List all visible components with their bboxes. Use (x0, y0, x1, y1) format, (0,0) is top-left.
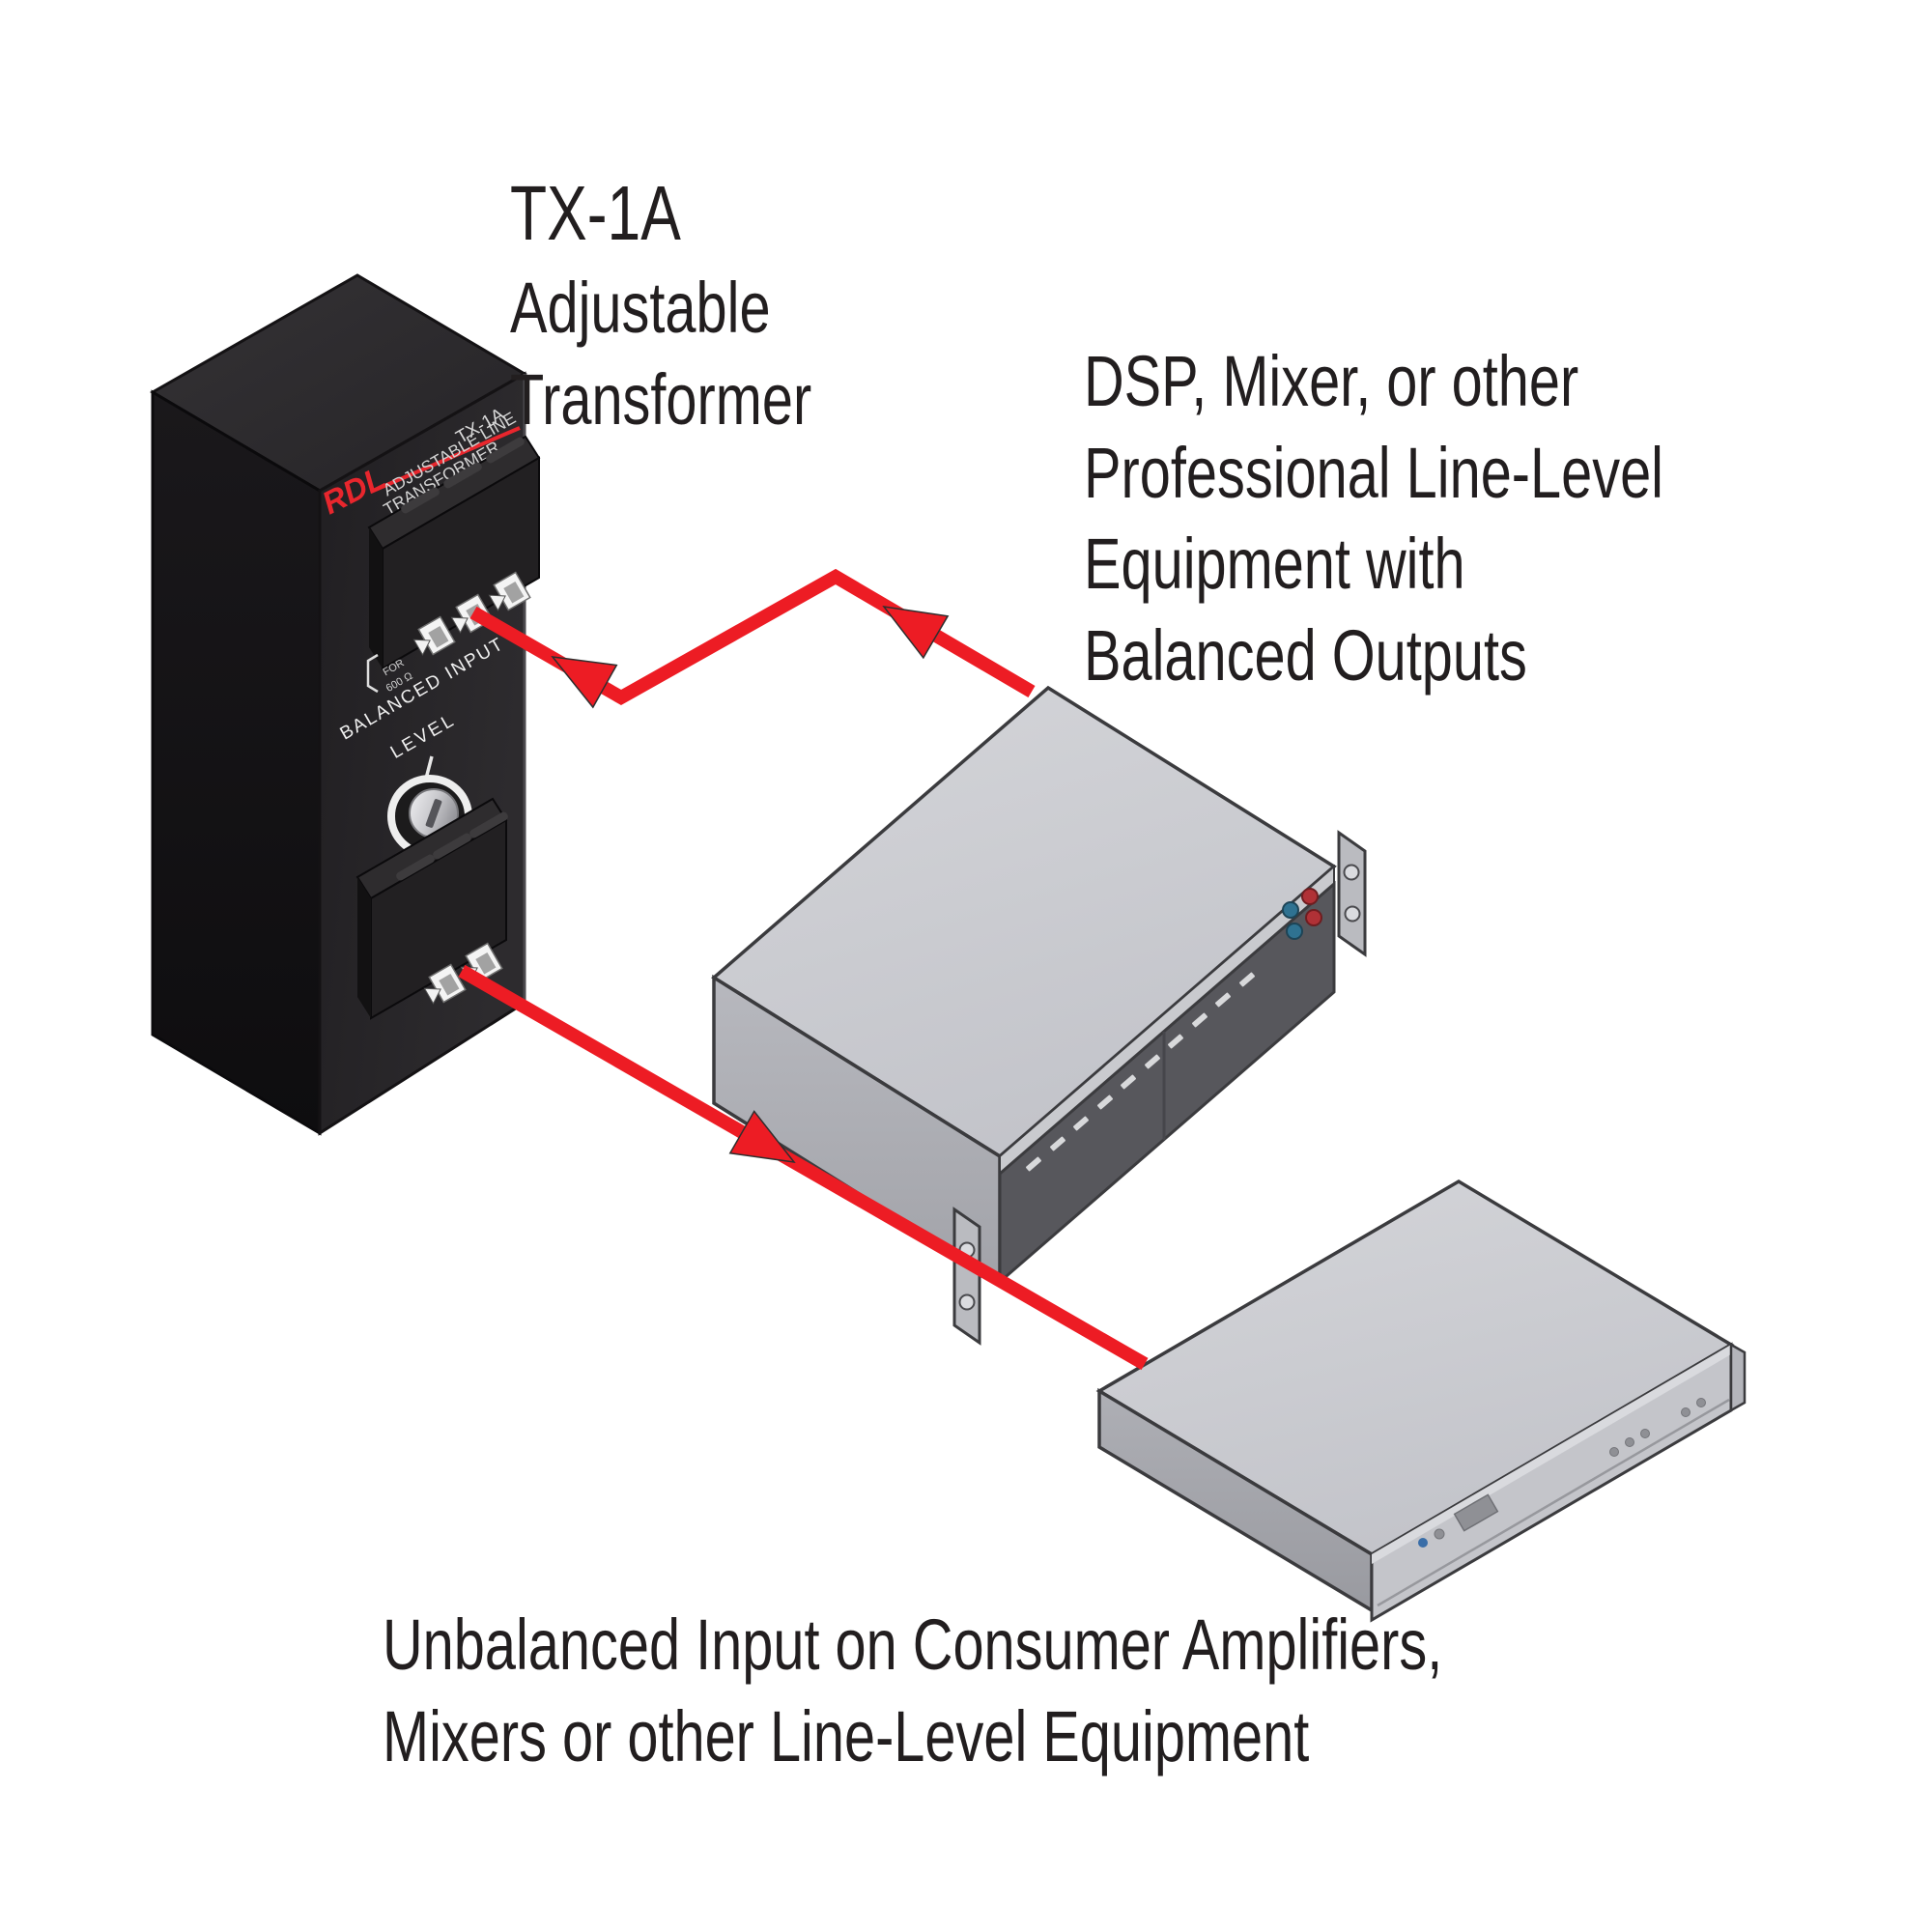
disc-tray-slot (1453, 1493, 1499, 1532)
front-button (1640, 1429, 1650, 1438)
transformer-device: RDL TX-1A ADJUSTABLE LINE TRANSFORMER (150, 273, 541, 1136)
arrowhead-icon (728, 1110, 796, 1163)
output-jack-red (1305, 909, 1322, 926)
front-button (1609, 1447, 1619, 1457)
front-button (1681, 1407, 1690, 1417)
balanced-label-line: DSP, Mixer, or other (1084, 341, 1579, 421)
balanced-label-line: Balanced Outputs (1084, 615, 1527, 696)
terminal-arrow-icon (423, 987, 441, 1005)
title-line: Adjustable (510, 268, 771, 349)
unbalanced-equipment-device (1095, 1179, 1747, 1623)
rack-ear-right (1337, 830, 1367, 957)
jumper-bracket-icon (366, 653, 379, 694)
panel-button (1097, 1094, 1113, 1110)
unbalanced-connection-arrow (458, 964, 1149, 1371)
vent-groove (401, 487, 440, 514)
title-label: TX-1A Adjustable Transformer (510, 164, 811, 446)
balanced-label-line: Professional Line-Level (1084, 432, 1664, 513)
balanced-equipment-label: DSP, Mixer, or other Professional Line-L… (1084, 336, 1663, 702)
lower-terminal-block (355, 797, 508, 1020)
rack-front-panel (998, 880, 1336, 1286)
unbalanced-equipment-label: Unbalanced Input on Consumer Amplifiers,… (383, 1600, 1442, 1782)
amp-right-face (1729, 1342, 1747, 1413)
balanced-label-line: Equipment with (1084, 524, 1465, 605)
rack-ear-hole (958, 1293, 976, 1311)
power-led-blue (1418, 1538, 1428, 1548)
panel-button (1215, 992, 1231, 1008)
terminal-block-side (369, 527, 383, 668)
front-button (1434, 1528, 1445, 1540)
front-button (1696, 1398, 1706, 1407)
front-groove (1377, 1398, 1730, 1607)
output-jack-blue (1286, 923, 1303, 940)
vent-groove (396, 854, 435, 881)
arrowhead-icon (882, 605, 950, 660)
panel-button (1145, 1054, 1160, 1069)
panel-buttons-row (1026, 972, 1255, 1172)
balanced-signal-path (469, 568, 1036, 706)
vent-groove (486, 437, 525, 464)
panel-button (1168, 1034, 1183, 1049)
arrowhead-icon (551, 656, 618, 709)
panel-button (1121, 1074, 1136, 1090)
terminal-arrow-icon (450, 616, 469, 634)
panel-button (1073, 1116, 1089, 1131)
vent-groove (433, 833, 471, 860)
title-line: TX-1A (510, 170, 681, 256)
unbalanced-label-line: Unbalanced Input on Consumer Amplifiers, (383, 1605, 1443, 1685)
terminal-arrow-icon (488, 594, 506, 611)
terminal-block-side (357, 877, 371, 1018)
rack-ear-hole (1344, 905, 1361, 923)
rack-ear-hole (1343, 864, 1360, 881)
rack-ear-left (952, 1207, 981, 1346)
balanced-equipment-device (711, 685, 1367, 1346)
unbalanced-signal-path (458, 964, 1149, 1371)
panel-button (1192, 1012, 1208, 1028)
terminal-arrow-icon (412, 639, 431, 656)
title-line: Transformer (510, 359, 812, 440)
panel-button (1050, 1136, 1065, 1151)
vent-groove (469, 811, 508, 838)
unbalanced-label-line: Mixers or other Line-Level Equipment (383, 1695, 1310, 1776)
panel-button (1026, 1156, 1041, 1172)
panel-button (1239, 972, 1255, 987)
output-jack-blue (1282, 901, 1299, 919)
front-button (1625, 1437, 1634, 1447)
vent-groove (443, 462, 482, 489)
brand-underline (370, 426, 521, 494)
knob-slot (425, 799, 442, 828)
balanced-connection-arrow (469, 568, 1036, 709)
output-jack-red (1301, 888, 1319, 905)
transformer-left-face (151, 389, 322, 1136)
